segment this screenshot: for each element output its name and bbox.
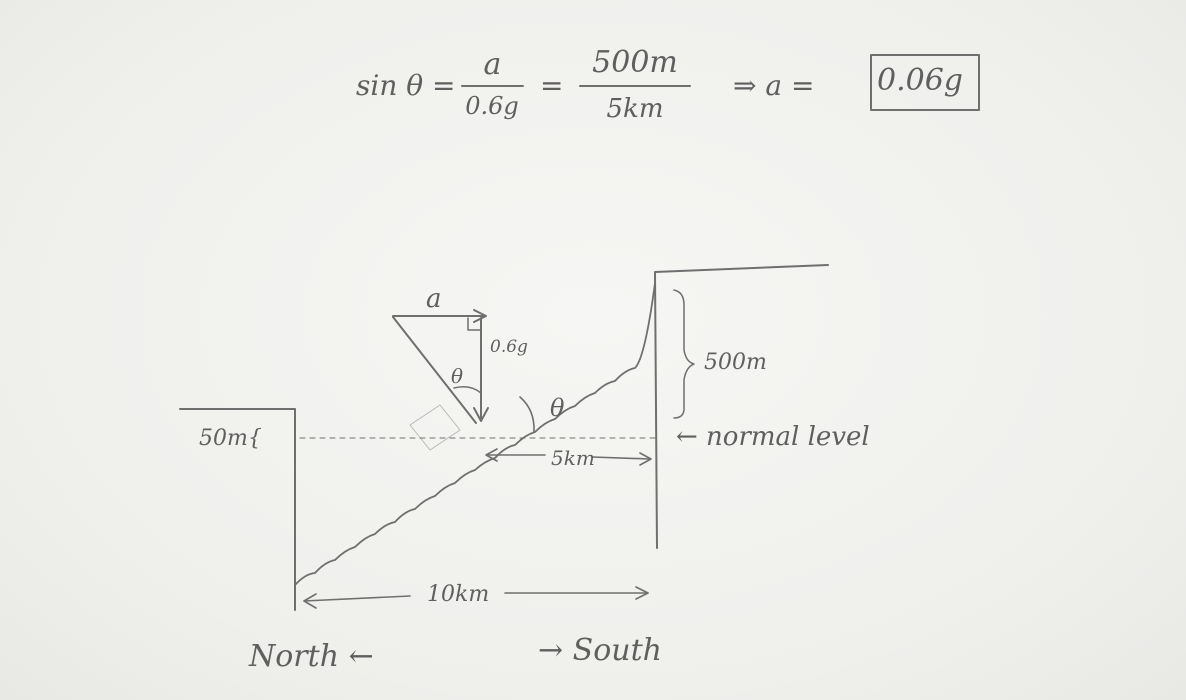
distance-5km-label: 5km	[551, 446, 595, 470]
right-angle-mark	[467, 317, 482, 331]
fraction2-denominator: 5km	[606, 94, 664, 124]
resultant-vector	[392, 316, 477, 424]
arrowhead-10km-right	[635, 586, 649, 600]
normal-level-label: ← normal level	[676, 422, 870, 452]
equation-implies: ⇒ a =	[733, 69, 815, 102]
height-bracket	[673, 289, 695, 419]
north-wall	[179, 408, 296, 611]
theta-arc-slope	[519, 396, 535, 433]
arrow-5km-right	[591, 456, 651, 460]
theta-slope-label: θ	[550, 394, 565, 422]
equation-lhs: sin θ =	[356, 69, 456, 102]
answer-box	[870, 54, 980, 111]
fraction2-numerator: 500m	[592, 45, 678, 80]
equation-equals: =	[540, 69, 564, 102]
perpendicular-box	[409, 404, 461, 451]
distance-10km-label: 10km	[427, 582, 490, 607]
theta-triangle-label: θ	[451, 364, 464, 388]
arrowhead-5km-right	[639, 452, 652, 466]
answer-value: 0.06g	[877, 63, 964, 98]
fraction1-numerator: a	[483, 47, 502, 82]
fraction1-denominator: 0.6g	[465, 92, 519, 120]
arrowhead-10km-left	[303, 593, 317, 609]
theta-arc-triangle	[453, 386, 482, 394]
north-label: North ←	[249, 639, 374, 674]
arrowhead-g	[473, 407, 489, 422]
height-50m-label: 50m{	[199, 426, 262, 451]
south-wall	[654, 264, 829, 549]
gravity-label: 0.6g	[490, 337, 528, 357]
acceleration-label: a	[426, 284, 442, 314]
height-500m-label: 500m	[704, 350, 767, 375]
arrowhead-a	[473, 309, 487, 323]
arrowhead-5km-left	[485, 448, 498, 462]
south-label: → South	[538, 633, 662, 668]
arrow-10km-left	[303, 595, 411, 602]
tilted-water-surface	[294, 282, 656, 586]
